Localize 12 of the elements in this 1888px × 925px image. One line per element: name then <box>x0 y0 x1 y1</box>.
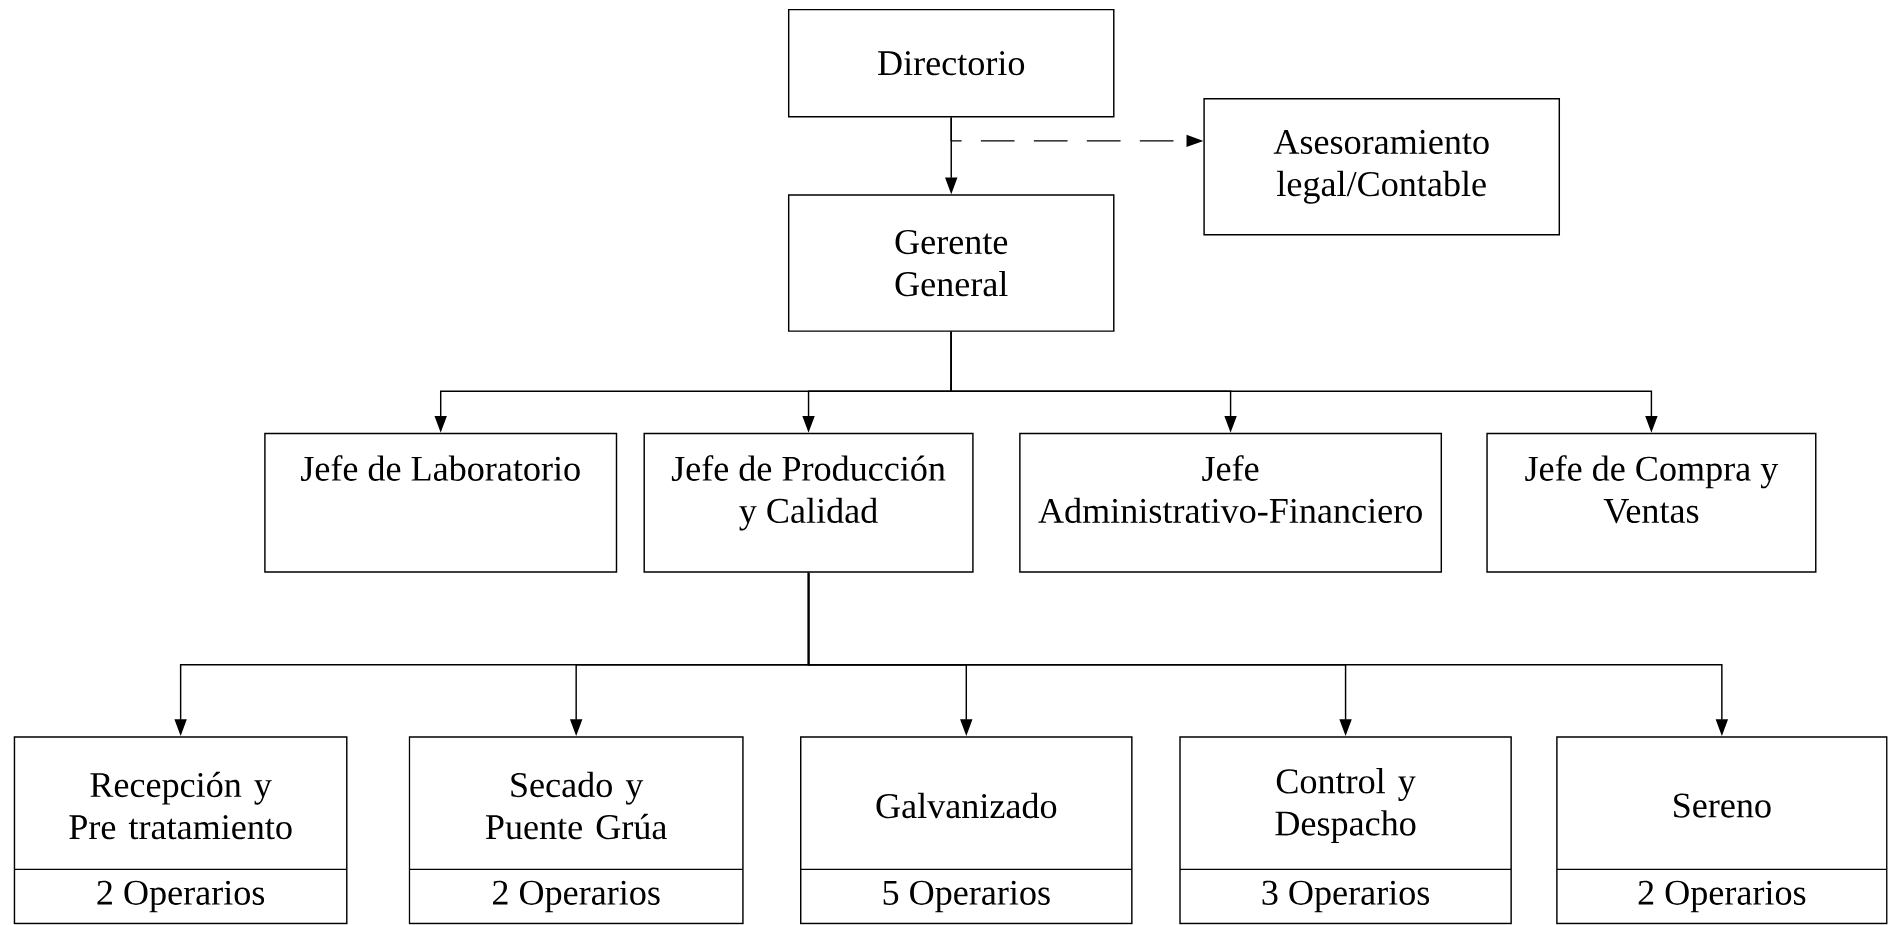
team-box: Secado y Puente Grúa 2 Operarios <box>408 736 744 925</box>
team-box: Recepción y Pre tratamiento 2 Operarios <box>13 736 348 925</box>
org-box: Jefe de Laboratorio <box>264 432 618 573</box>
org-box: Directorio <box>787 9 1115 118</box>
org-box: Asesoramiento legal/Contable <box>1203 98 1560 236</box>
org-box: Gerente General <box>787 194 1115 332</box>
team-box: Control y Despacho 3 Operarios <box>1179 736 1512 925</box>
team-box: Sereno 2 Operarios <box>1556 736 1888 925</box>
org-box: Jefe Administrativo-Financiero <box>1019 432 1442 573</box>
org-box: Jefe de Compra y Ventas <box>1486 432 1817 573</box>
team-box: Galvanizado 5 Operarios <box>800 736 1133 925</box>
org-box: Jefe de Producción y Calidad <box>643 432 974 573</box>
